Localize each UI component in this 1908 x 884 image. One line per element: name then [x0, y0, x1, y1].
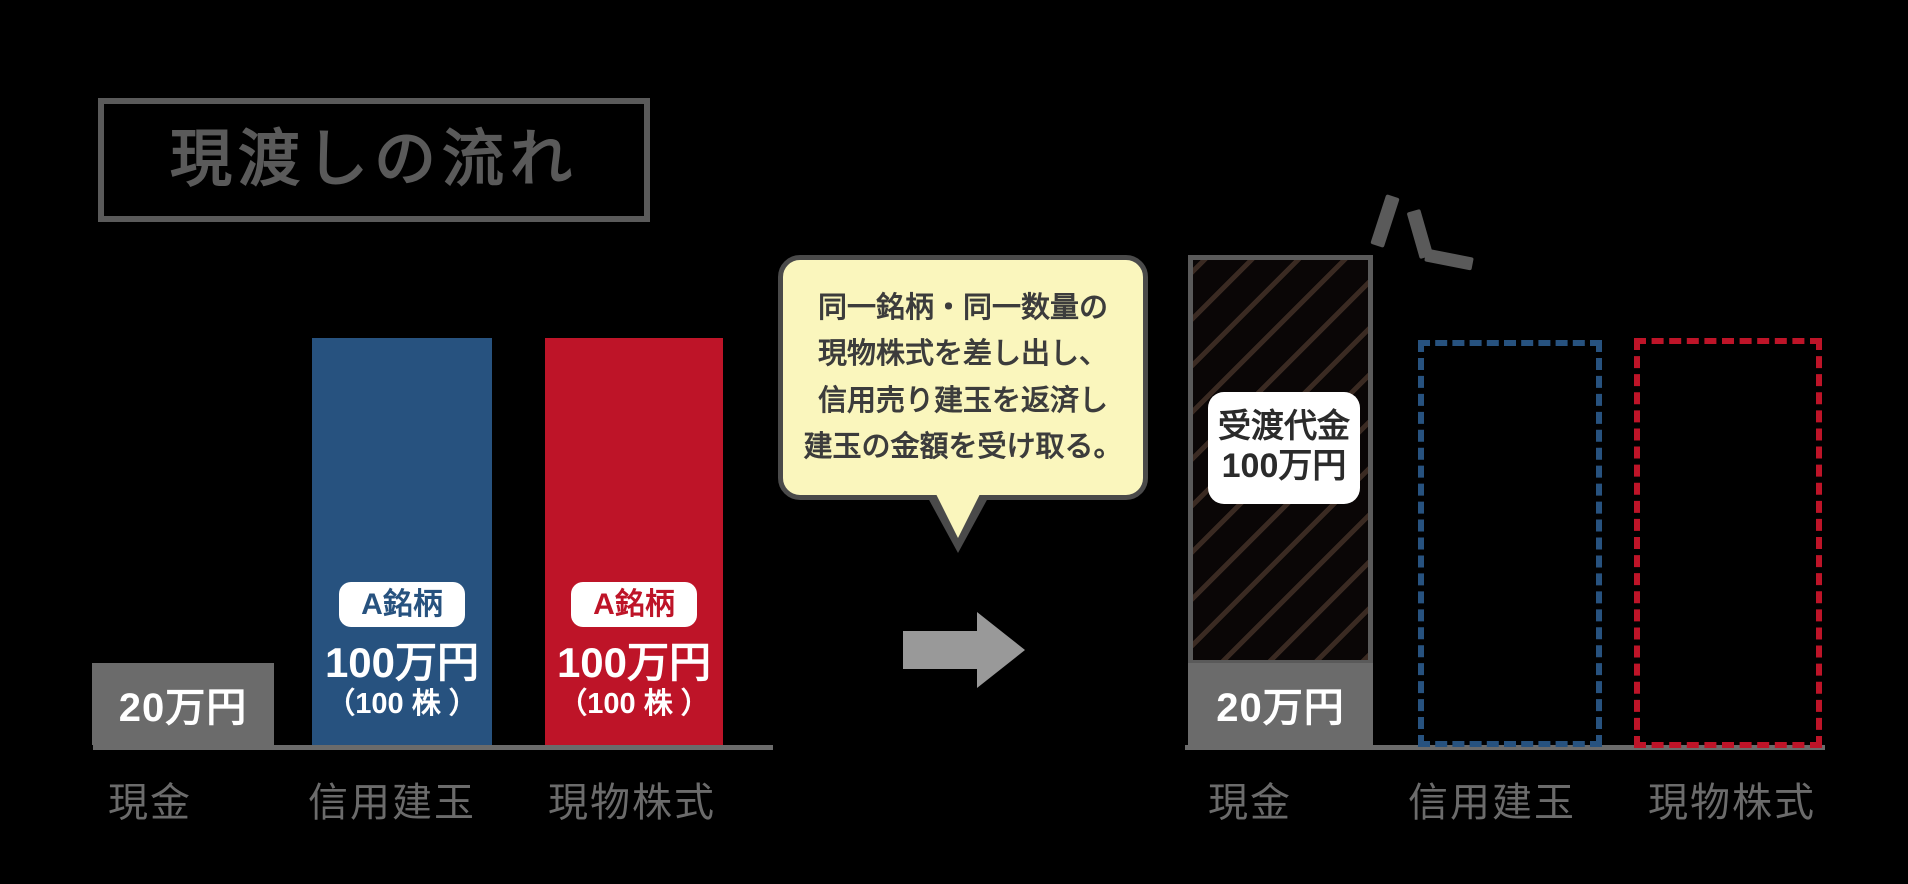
- settlement-label-line-1: 受渡代金: [1218, 407, 1350, 444]
- sparkle-icon-3: [1424, 248, 1474, 271]
- baseline-axis-left: [93, 745, 773, 750]
- callout-bubble: 同一銘柄・同一数量の 現物株式を差し出し、 信用売り建玉を返済し 建玉の金額を受…: [778, 255, 1148, 500]
- bar-left-credit: A銘柄 100万円 （100 株 ）: [312, 338, 492, 745]
- callout-line-1: 同一銘柄・同一数量の: [817, 292, 1108, 325]
- category-label-right-credit: 信用建玉: [1408, 781, 1576, 825]
- bar-left-stock-amount: 100万円: [556, 639, 712, 687]
- settlement-label-line-2: 100万円: [1221, 447, 1347, 486]
- bar-left-stock-content: A銘柄 100万円 （100 株 ）: [545, 581, 723, 721]
- sparkle-icon-1: [1370, 194, 1400, 248]
- category-label-left-stock: 現物株式: [548, 781, 716, 825]
- bar-right-stock-empty: [1634, 338, 1822, 748]
- diagram-title-box: 現渡しの流れ: [98, 98, 650, 222]
- bar-right-cash-amount: 20万円: [1216, 686, 1345, 730]
- bar-left-stock-ticker-pill: A銘柄: [571, 581, 697, 628]
- page-title: 現渡しの流れ: [169, 125, 578, 194]
- callout-tail-fill: [936, 494, 980, 538]
- bar-left-cash-amount: 20万円: [118, 686, 248, 730]
- bar-right-credit-empty: [1418, 340, 1602, 747]
- category-label-right-stock: 現物株式: [1648, 781, 1816, 825]
- bar-right-cash: 20万円: [1188, 663, 1373, 745]
- bar-left-stock: A銘柄 100万円 （100 株 ）: [545, 338, 723, 745]
- bar-left-credit-content: A銘柄 100万円 （100 株 ）: [312, 581, 492, 721]
- bar-left-credit-shares: （100 株 ）: [326, 688, 478, 721]
- bar-left-credit-amount: 100万円: [324, 639, 480, 687]
- callout-line-2: 現物株式を差し出し、: [817, 338, 1108, 371]
- bar-left-cash: 20万円: [92, 663, 274, 745]
- bar-left-stock-shares: （100 株 ）: [558, 688, 710, 721]
- category-label-left-credit: 信用建玉: [308, 781, 476, 825]
- bar-left-credit-ticker-pill: A銘柄: [339, 581, 465, 628]
- right-arrow-icon: [903, 612, 1025, 688]
- callout-line-4: 建玉の金額を受け取る。: [803, 430, 1123, 463]
- callout-line-3: 信用売り建玉を返済し: [817, 384, 1108, 417]
- category-label-left-cash: 現金: [108, 781, 192, 825]
- baseline-axis-right: [1185, 745, 1825, 750]
- settlement-amount-label: 受渡代金 100万円: [1208, 392, 1360, 504]
- category-label-right-cash: 現金: [1208, 781, 1292, 825]
